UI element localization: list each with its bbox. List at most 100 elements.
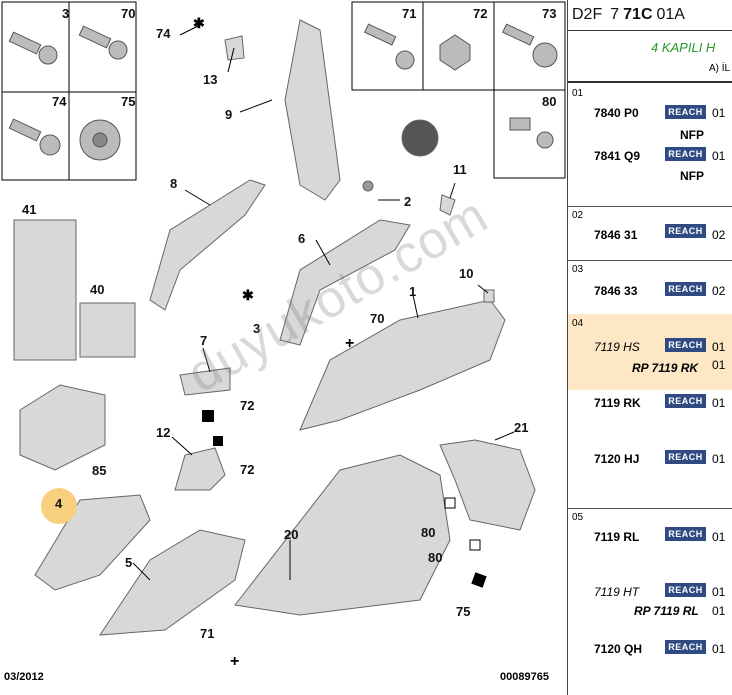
- part-callout: 40: [90, 282, 105, 297]
- part-callout: 71: [200, 626, 215, 641]
- part-callout: 9: [225, 107, 233, 122]
- part-callout: 8: [170, 176, 178, 191]
- fastener-markers: + + ✱ ✱: [193, 15, 487, 670]
- part-callout: 5: [125, 555, 133, 570]
- part-ref[interactable]: 7846 33: [594, 284, 638, 298]
- part-callout: 80: [428, 550, 443, 565]
- reach-badge: REACH: [665, 282, 706, 296]
- svg-text:✱: ✱: [193, 15, 205, 31]
- thumb-label: 74: [52, 94, 67, 109]
- part-callout: 4: [55, 496, 63, 511]
- part-qty: 01: [712, 149, 726, 163]
- highlight-badge: [41, 488, 77, 524]
- thumb-label: 80: [542, 94, 557, 109]
- part-qty: 01: [712, 340, 726, 354]
- part-callout: 13: [203, 72, 218, 87]
- reach-badge: REACH: [665, 105, 706, 119]
- part-ref[interactable]: RP 7119 RL: [634, 604, 699, 618]
- diagram-date: 03/2012: [4, 671, 44, 683]
- fastener-thumbnails-right: [351, 1, 566, 179]
- header-code-1: D2F: [572, 6, 603, 23]
- diagram-number: 00089765: [500, 671, 549, 683]
- exploded-parts-drawing: + + ✱ ✱: [1, 1, 566, 670]
- reach-badge: REACH: [665, 338, 706, 352]
- part-qty: 01: [712, 358, 726, 372]
- part-ref[interactable]: 7119 HS: [594, 340, 640, 354]
- part-callout: 75: [456, 604, 471, 619]
- part-callout: 41: [22, 202, 37, 217]
- header-code-3: 71C: [623, 6, 653, 23]
- part-qty: 01: [712, 106, 726, 120]
- thumb-label: 70: [121, 6, 136, 21]
- svg-text:+: +: [345, 335, 354, 352]
- part-callout: 72: [240, 398, 255, 413]
- part-ref[interactable]: 7846 31: [594, 228, 638, 242]
- header-code-4: 01A: [656, 6, 685, 23]
- part-qty: 02: [712, 228, 726, 242]
- group-number: 04: [572, 318, 584, 329]
- thumb-label: 71: [402, 6, 417, 21]
- part-qty: 02: [712, 284, 726, 298]
- group-number: 03: [572, 264, 584, 275]
- part-ref[interactable]: RP 7119 RK: [632, 361, 699, 375]
- reach-badge: REACH: [665, 640, 706, 654]
- thumb-label: 72: [473, 6, 488, 21]
- group-03[interactable]: 03 7846 33 REACH 02: [568, 260, 732, 315]
- part-callout: 3: [253, 321, 261, 336]
- part-ref[interactable]: 7119 RK: [594, 396, 641, 410]
- part-callout: 85: [92, 463, 107, 478]
- part-callout: 1: [409, 284, 417, 299]
- fastener-thumbnails-left: [1, 1, 137, 181]
- group-02[interactable]: 02 7846 31 REACH 02: [568, 206, 732, 261]
- thumb-label: 73: [542, 6, 557, 21]
- part-note: NFP: [680, 169, 704, 183]
- svg-text:+: +: [230, 653, 239, 670]
- part-ref[interactable]: 7119 HT: [594, 585, 640, 599]
- header-code-2: 7: [610, 6, 620, 23]
- part-callout: 74: [156, 26, 171, 41]
- part-note: NFP: [680, 128, 704, 142]
- group-number: 01: [572, 88, 584, 99]
- part-ref[interactable]: 7120 HJ: [594, 452, 640, 466]
- group-05[interactable]: 05 7119 RL REACH 01 7119 HT REACH 01 RP …: [568, 508, 732, 695]
- part-callout: 10: [459, 266, 474, 281]
- reach-badge: REACH: [665, 527, 706, 541]
- parts-list-panel: D2F 7 71C 01A 4 KAPILI H A) İL 01 7840 P…: [567, 0, 732, 695]
- reach-badge: REACH: [665, 450, 706, 464]
- variant-note: A) İL: [709, 63, 731, 74]
- part-qty: 01: [712, 452, 726, 466]
- part-callout: 7: [200, 333, 208, 348]
- reach-badge: REACH: [665, 147, 706, 161]
- group-01[interactable]: 01 7840 P0 REACH 01 NFP 7841 Q9 REACH 01…: [568, 84, 732, 207]
- part-ref[interactable]: 7120 QH: [594, 642, 643, 656]
- part-ref[interactable]: 7840 P0: [594, 106, 639, 120]
- group-04[interactable]: 04 7119 HS REACH 01 RP 7119 RK 01: [568, 314, 732, 390]
- part-callout: 21: [514, 420, 529, 435]
- group-number: 02: [572, 210, 584, 221]
- group-number: 05: [572, 512, 584, 523]
- part-qty: 01: [712, 642, 726, 656]
- screw-icons: [8, 23, 558, 161]
- variant-label: 4 KAPILI H: [651, 40, 716, 55]
- leader-lines: [57, 25, 515, 581]
- panel-header: D2F 7 71C 01A: [568, 0, 732, 31]
- svg-text:✱: ✱: [242, 287, 254, 303]
- part-ref[interactable]: 7119 RL: [594, 530, 640, 544]
- panel-subtitle: 4 KAPILI H A) İL: [568, 31, 732, 83]
- part-callout: 6: [298, 231, 306, 246]
- reach-badge: REACH: [665, 583, 706, 597]
- parts-diagram: + + ✱ ✱ 3 70 74 75 71 72 73 80 74 13 9 8…: [1, 1, 566, 683]
- part-qty: 01: [712, 585, 726, 599]
- thumb-label: 75: [121, 94, 136, 109]
- part-callout: 2: [404, 194, 412, 209]
- part-callout: 80: [421, 525, 436, 540]
- part-callout: 11: [453, 162, 467, 177]
- body-parts: [13, 19, 536, 636]
- part-callout: 12: [156, 425, 171, 440]
- part-ref[interactable]: 7841 Q9: [594, 149, 641, 163]
- group-04-continued[interactable]: 7119 RK REACH 01 7120 HJ REACH 01: [568, 390, 732, 509]
- reach-badge: REACH: [665, 224, 706, 238]
- part-callout: 20: [284, 527, 299, 542]
- part-qty: 01: [712, 530, 726, 544]
- thumb-label: 3: [62, 6, 70, 21]
